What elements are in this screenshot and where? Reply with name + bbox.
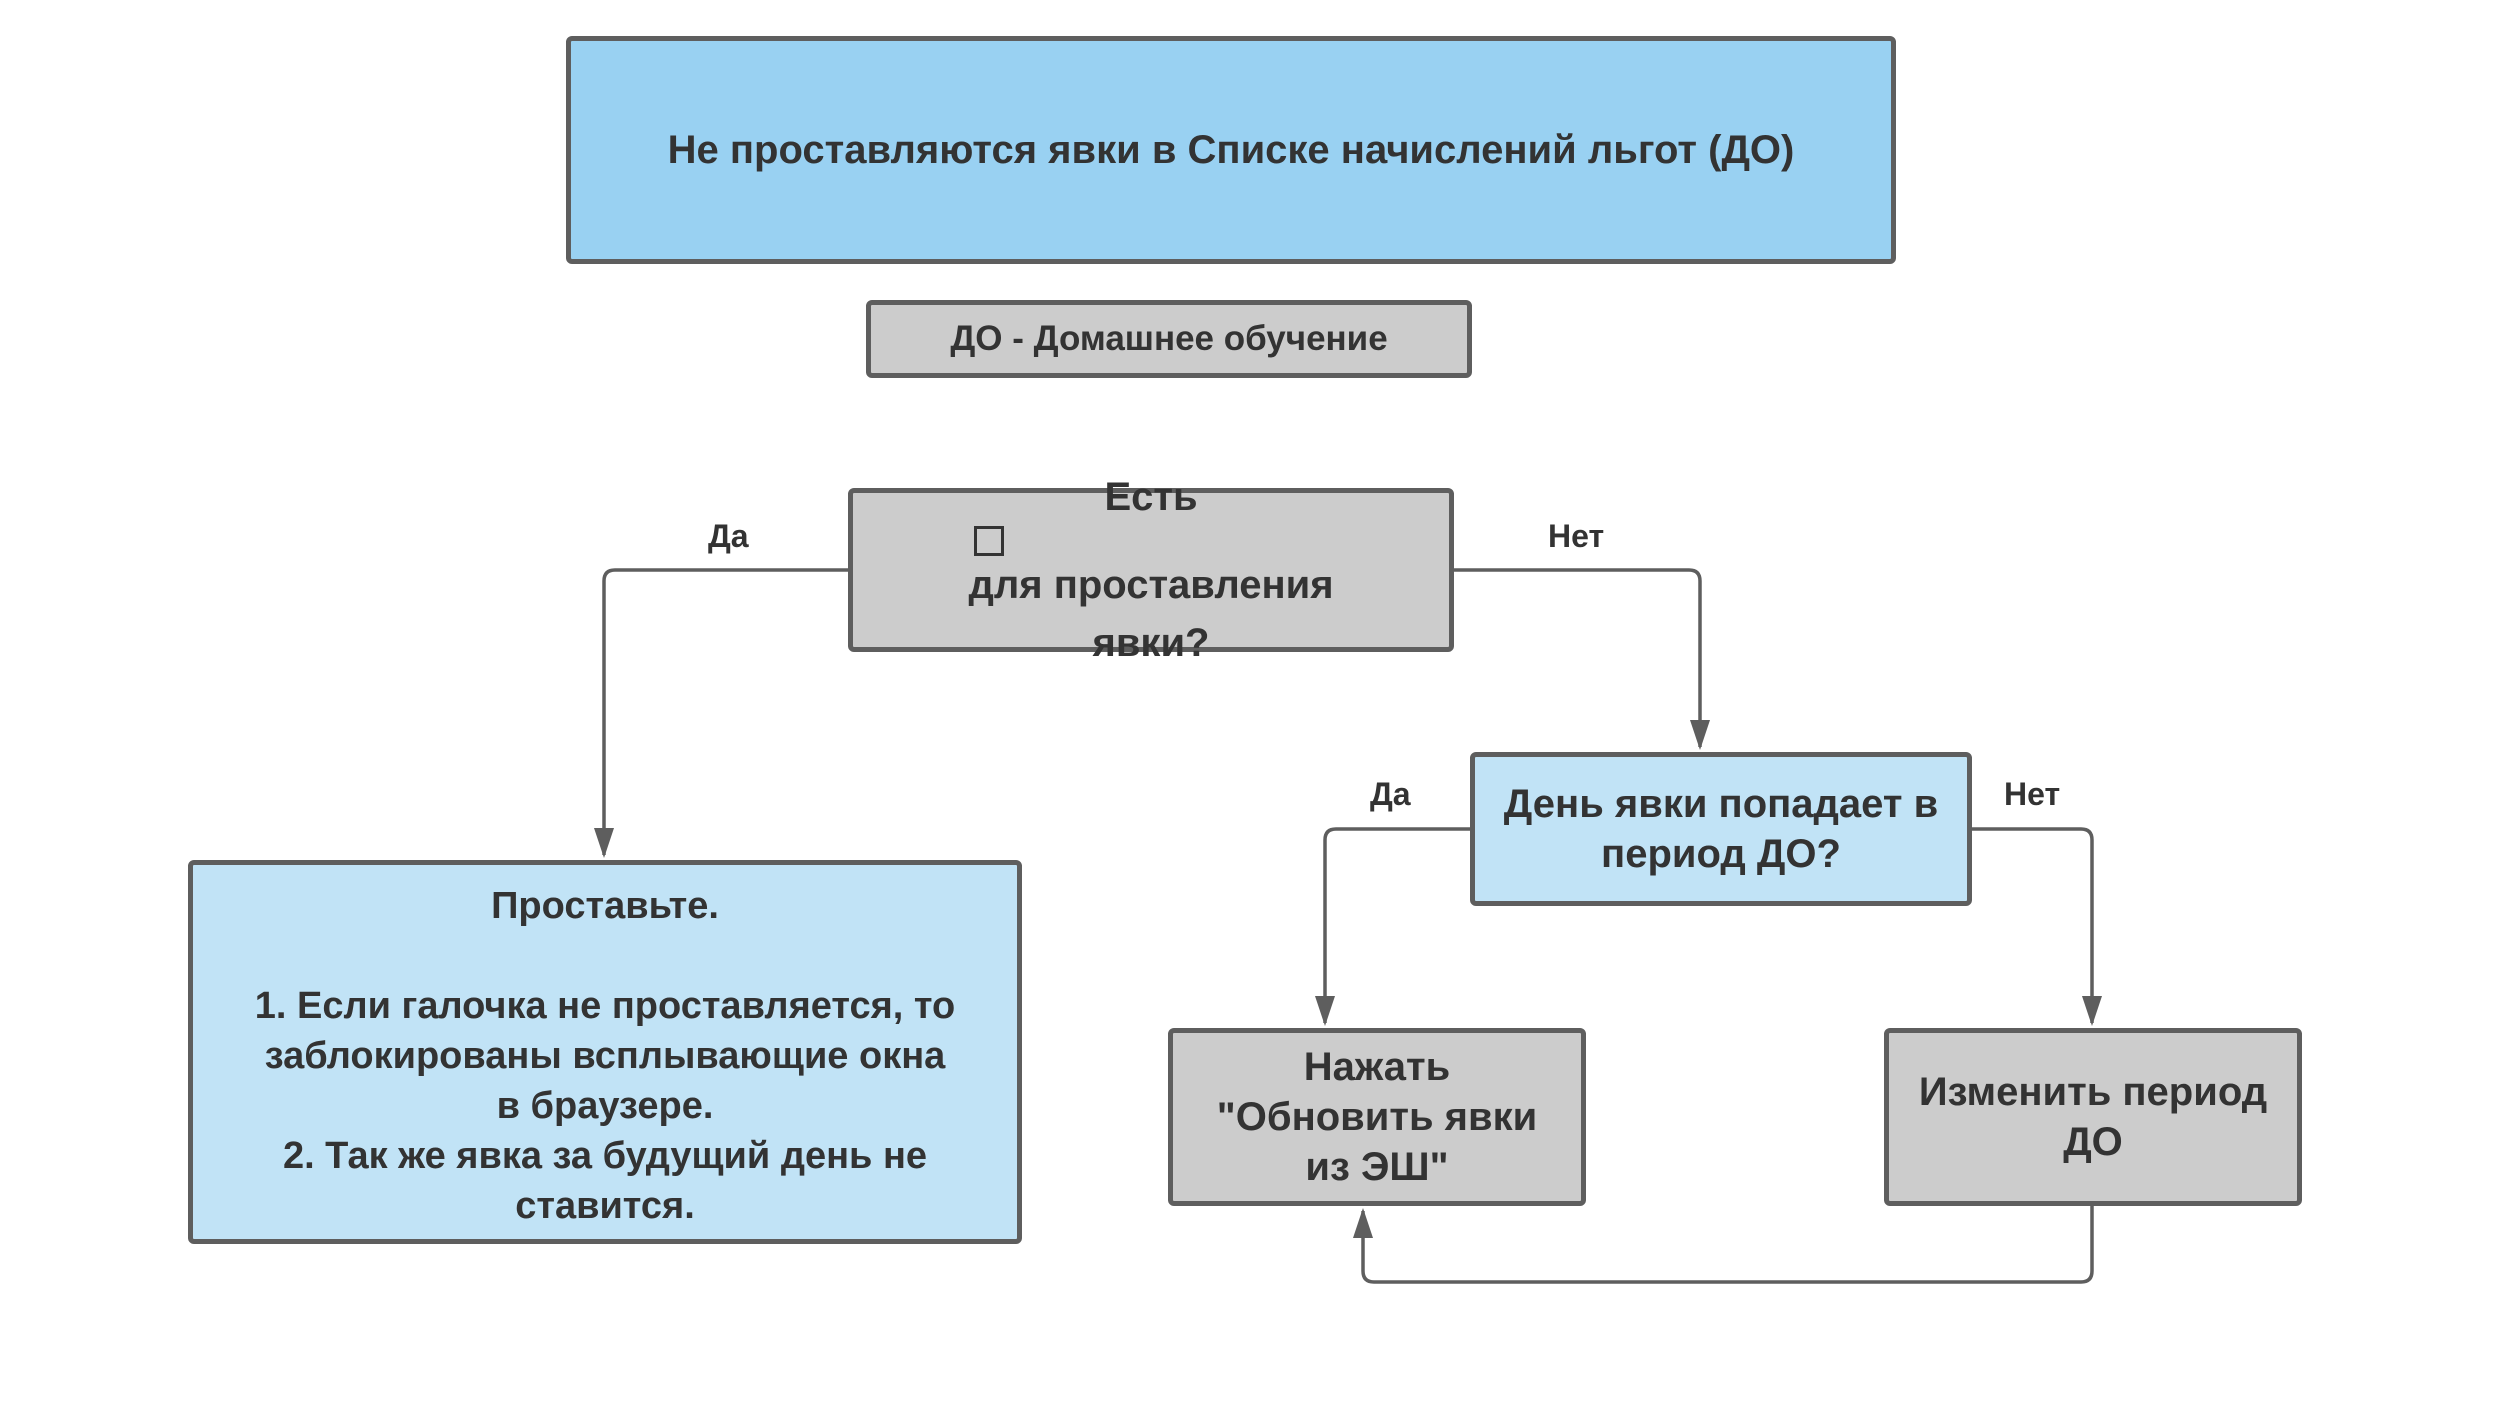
result-1-line: 1. Если галочка не проставляется, то bbox=[254, 985, 956, 1027]
title-text: Не проставляются явки в Списке начислени… bbox=[667, 127, 1795, 172]
connector-q2-no bbox=[1972, 827, 2094, 1023]
arrowhead-q1-no bbox=[1690, 720, 1710, 750]
question-checkbox-exists: Есть для проставления явки? bbox=[848, 475, 1454, 665]
result-2-line: "Обновить явки bbox=[1216, 1095, 1538, 1139]
result-2-line: из ЭШ" bbox=[1305, 1145, 1449, 1189]
result-1-line: ставится. bbox=[515, 1185, 695, 1227]
question-1-line-1: Есть для проставления bbox=[968, 468, 1333, 614]
result-1-line: в браузере. bbox=[496, 1085, 714, 1127]
result-3-line: ДО bbox=[2063, 1120, 2123, 1164]
result-1-heading: Проставьте. bbox=[491, 885, 719, 927]
connector-q1-yes bbox=[602, 568, 848, 855]
legend-text: ДО - Домашнее обучение bbox=[950, 319, 1388, 358]
arrowhead-q2-yes bbox=[1315, 996, 1335, 1026]
connector-q1-no bbox=[1454, 568, 1702, 747]
result-2-line: Нажать bbox=[1303, 1045, 1451, 1089]
connector-q2-yes bbox=[1323, 827, 1470, 1023]
question-1-before-checkbox: Есть bbox=[1104, 475, 1198, 519]
question-day-in-period: День явки попадает в период ДО? bbox=[1470, 752, 1972, 906]
title-box: Не проставляются явки в Списке начислени… bbox=[566, 36, 1896, 264]
result-refresh-attendance: Нажать "Обновить явки из ЭШ" bbox=[1168, 1028, 1586, 1206]
connector-res3-to-res2 bbox=[1361, 1206, 2094, 1284]
edge-label-q1-yes: Да bbox=[708, 518, 749, 554]
result-set-attendance: Проставьте. 1. Если галочка не проставля… bbox=[188, 860, 1022, 1244]
question-2-line-2: период ДО? bbox=[1601, 832, 1841, 876]
result-1-line: заблокированы всплывающие окна bbox=[264, 1035, 946, 1077]
result-1-line: 2. Так же явка за будущий день не bbox=[282, 1135, 928, 1177]
result-change-period: Изменить период ДО bbox=[1884, 1028, 2302, 1206]
checkbox-icon bbox=[974, 526, 1005, 556]
legend-box: ДО - Домашнее обучение bbox=[866, 300, 1472, 378]
edge-label-q1-no: Нет bbox=[1548, 518, 1605, 554]
arrowhead-res3-to-res2 bbox=[1353, 1208, 1373, 1238]
edge-label-q2-no: Нет bbox=[2004, 776, 2061, 812]
arrowhead-q2-no bbox=[2082, 996, 2102, 1026]
question-1-line-2: явки? bbox=[1092, 621, 1210, 665]
edge-label-q2-yes: Да bbox=[1370, 776, 1411, 812]
question-2-line-1: День явки попадает в bbox=[1503, 782, 1939, 826]
question-1-after-checkbox: для проставления bbox=[968, 563, 1334, 607]
result-3-line: Изменить период bbox=[1918, 1070, 2268, 1114]
arrowhead-q1-yes bbox=[594, 828, 614, 858]
